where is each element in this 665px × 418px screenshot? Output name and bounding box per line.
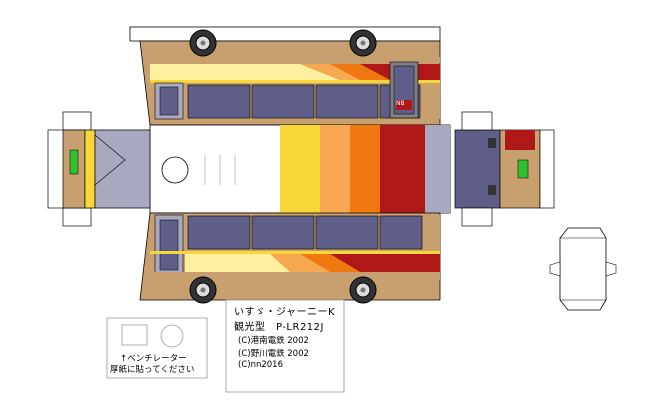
credit-1: (C)港南電鉄 2002 [238,336,309,346]
credit-2: (C)野川電鉄 2002 [238,349,309,359]
side-panel-top [129,26,441,126]
ventilator-note-line2: 厚紙に貼ってください [110,365,195,375]
ventilator-note-line1: ↑ベンチレーター [120,354,187,364]
ventilator-piece-box [106,317,208,379]
nameplate [225,299,345,393]
roof-panel [149,124,451,214]
rear-route-sign: NB [396,100,405,107]
model-type: 観光型 P-LR212J [234,322,324,333]
ventilator-net [549,227,617,311]
rear-panel [454,111,555,227]
side-panel-bottom [139,212,441,304]
model-name: いすゞ・ジャーニーK [234,307,336,318]
credit-3: (C)nn2016 [238,360,283,370]
front-panel [47,111,151,227]
